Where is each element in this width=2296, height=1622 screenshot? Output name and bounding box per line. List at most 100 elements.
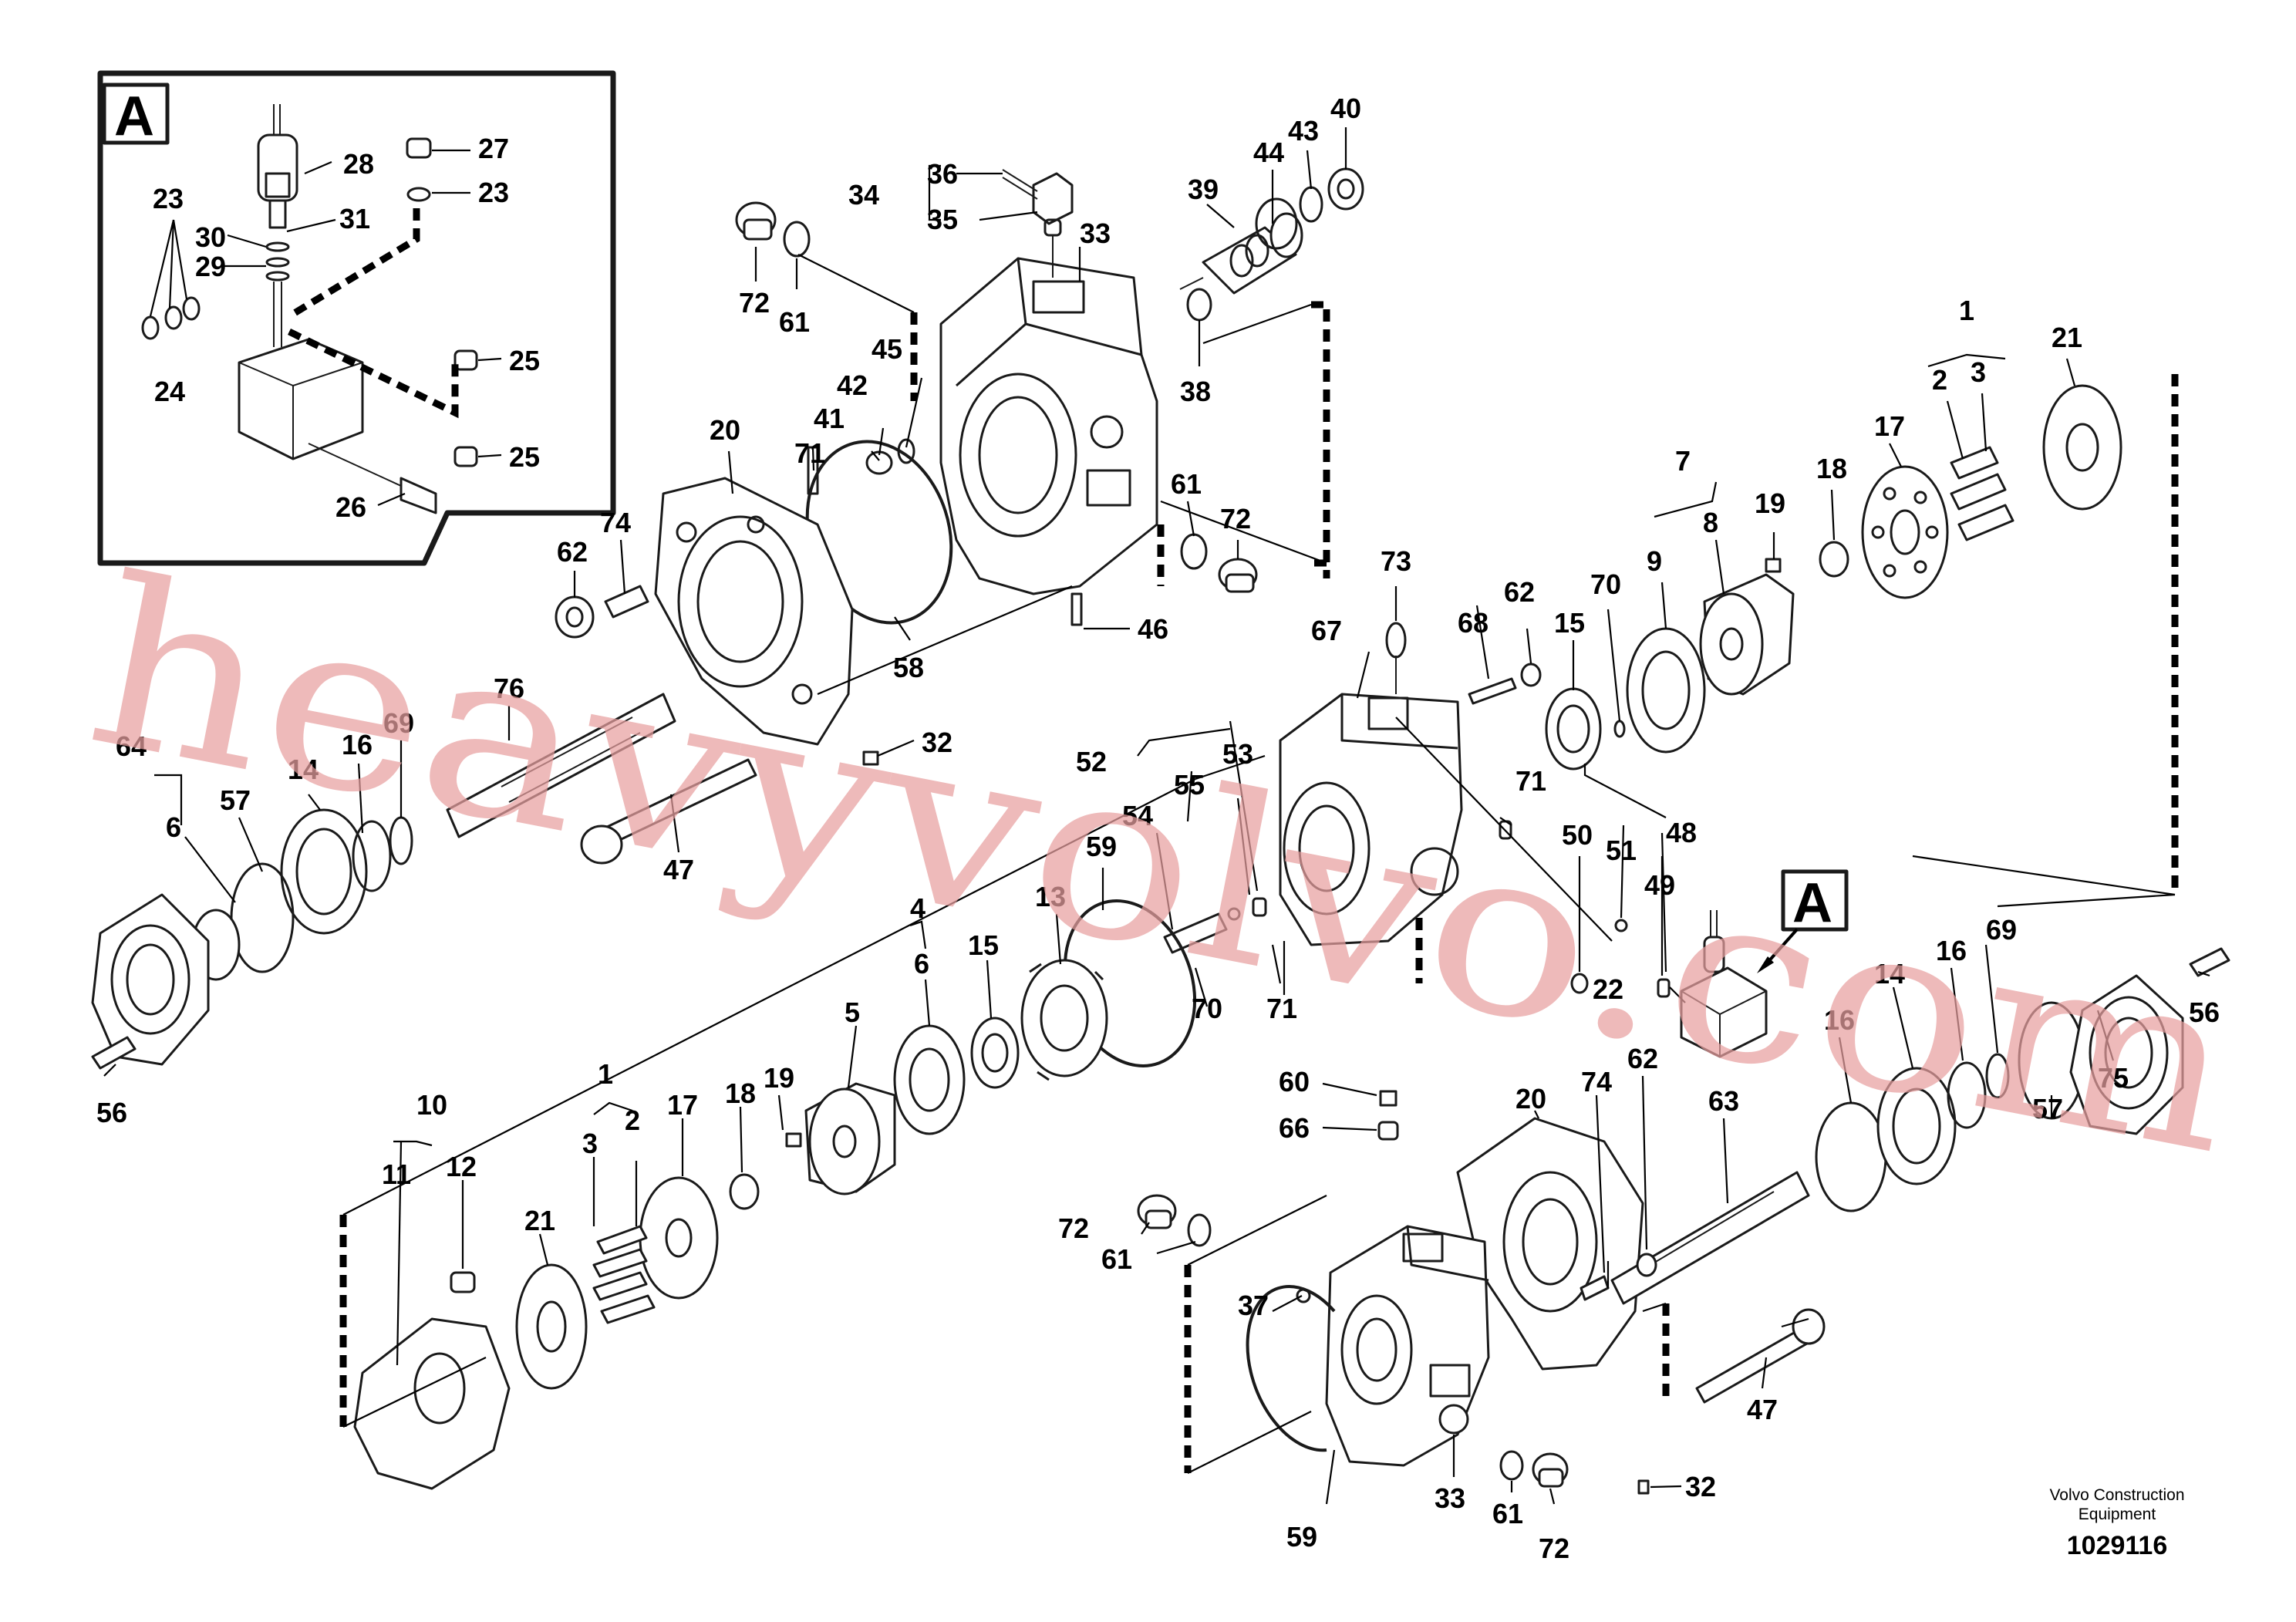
callout-74: 74 xyxy=(600,507,631,538)
callout-inset-23b: 23 xyxy=(478,177,509,208)
callout-12: 12 xyxy=(446,1151,477,1182)
gear-13 xyxy=(1020,959,1108,1081)
callout-58: 58 xyxy=(893,652,924,683)
spool-assembly xyxy=(1179,167,1364,322)
callout-6: 6 xyxy=(914,948,929,980)
o-ring-59-lower xyxy=(1246,1285,1336,1452)
callout-72-bottom: 72 xyxy=(1539,1533,1569,1564)
callout-inset-28: 28 xyxy=(343,148,374,180)
callout-56-right: 56 xyxy=(2189,996,2220,1028)
drive-shaft-upper xyxy=(446,693,676,838)
callout-inset-29: 29 xyxy=(195,251,226,282)
cover-left xyxy=(91,893,210,1070)
callout-55: 55 xyxy=(1174,769,1205,801)
callout-61-lower: 61 xyxy=(1101,1243,1132,1275)
callout-75: 75 xyxy=(2098,1062,2129,1094)
callout-16-right: 16 xyxy=(1936,935,1967,966)
callout-36: 36 xyxy=(927,158,958,190)
callout-inset-27: 27 xyxy=(478,133,509,164)
callout-62-lower: 62 xyxy=(1627,1043,1658,1074)
callout-51: 51 xyxy=(1606,835,1637,866)
callout-16-lower: 16 xyxy=(1824,1004,1855,1036)
callout-13: 13 xyxy=(1035,881,1066,912)
callout-37: 37 xyxy=(1238,1290,1269,1321)
plugs-lower xyxy=(1137,1194,1650,1495)
flange-upper xyxy=(654,477,879,766)
callout-59: 59 xyxy=(1086,831,1117,862)
stud-upper xyxy=(555,585,649,639)
inset-letter: A xyxy=(114,86,154,147)
callout-71: 71 xyxy=(794,437,825,469)
pump-housing-lower xyxy=(1296,1117,1644,1467)
callout-69: 69 xyxy=(383,707,414,739)
callout-5: 5 xyxy=(845,996,860,1028)
callout-6-left: 6 xyxy=(166,811,181,843)
callout-14-lower: 14 xyxy=(1874,958,1905,990)
callout-4: 4 xyxy=(910,892,925,924)
callout-61-upper: 61 xyxy=(1171,468,1202,500)
detail-inset-a: A xyxy=(97,70,616,566)
callout-52: 52 xyxy=(1076,746,1107,777)
callout-20: 20 xyxy=(710,414,740,446)
callout-41: 41 xyxy=(814,403,845,434)
callout-17: 17 xyxy=(1874,410,1905,442)
callout-39: 39 xyxy=(1188,174,1219,205)
callout-70-center: 70 xyxy=(1192,993,1222,1024)
callout-61: 61 xyxy=(779,306,810,338)
callout-32: 32 xyxy=(922,727,952,758)
callout-62-center: 62 xyxy=(1504,576,1535,608)
callout-66: 66 xyxy=(1279,1112,1310,1144)
callout-67: 67 xyxy=(1311,615,1342,646)
callout-9: 9 xyxy=(1647,545,1662,577)
callout-2: 2 xyxy=(1932,364,1947,396)
bearing-right xyxy=(1815,947,2230,1212)
callout-34: 34 xyxy=(848,179,879,211)
callout-inset-25: 25 xyxy=(509,345,540,376)
callout-19-lower: 19 xyxy=(764,1062,794,1094)
callout-73: 73 xyxy=(1381,545,1411,577)
title-block: Volvo Construction Equipment 1029116 xyxy=(2049,1486,2184,1560)
callout-32-lower: 32 xyxy=(1685,1471,1716,1502)
callout-18-lower: 18 xyxy=(725,1077,756,1109)
callout-72-upper: 72 xyxy=(1220,503,1251,534)
callout-inset-23: 23 xyxy=(153,183,184,214)
callout-35: 35 xyxy=(927,204,958,235)
callout-19: 19 xyxy=(1755,487,1785,519)
gear-lower xyxy=(729,1017,1020,1210)
callout-68: 68 xyxy=(1458,607,1489,639)
callout-63: 63 xyxy=(1708,1085,1739,1117)
gear-upper xyxy=(1545,627,1706,771)
callout-71-lower: 71 xyxy=(1266,993,1297,1024)
ref-marker-a: A xyxy=(1792,872,1832,934)
callout-1-lower: 1 xyxy=(598,1058,613,1090)
callout-54: 54 xyxy=(1122,800,1153,831)
callout-74-lower: 74 xyxy=(1581,1066,1612,1098)
callout-56: 56 xyxy=(96,1097,127,1128)
bolt-47-upper xyxy=(580,758,757,865)
callout-57: 57 xyxy=(220,784,251,816)
callout-15: 15 xyxy=(1554,607,1585,639)
piston-plate-lower xyxy=(353,1176,719,1490)
callout-69-lower: 69 xyxy=(1986,914,2017,946)
callout-76: 76 xyxy=(494,673,524,704)
callout-inset-25b: 25 xyxy=(509,441,540,473)
callout-8: 8 xyxy=(1703,507,1718,538)
callout-3: 3 xyxy=(1971,356,1986,388)
callout-70: 70 xyxy=(1590,568,1621,600)
callout-labels: 28 27 23 23 31 30 29 24 25 25 26 36 34 3… xyxy=(96,93,2220,1564)
callout-60: 60 xyxy=(1279,1066,1310,1098)
drawing-number: 1029116 xyxy=(2067,1531,2168,1560)
callout-59-lower: 59 xyxy=(1286,1521,1317,1553)
callout-72: 72 xyxy=(739,287,770,319)
center-block xyxy=(1279,622,1542,1141)
callout-7: 7 xyxy=(1675,445,1691,477)
callout-49: 49 xyxy=(1644,869,1675,901)
callout-53: 53 xyxy=(1222,738,1253,770)
callout-33: 33 xyxy=(1080,218,1111,249)
callout-inset-24: 24 xyxy=(154,376,185,407)
callout-40: 40 xyxy=(1330,93,1361,124)
callout-1: 1 xyxy=(1959,295,1974,326)
callout-57-right: 57 xyxy=(2032,1093,2063,1125)
callout-64: 64 xyxy=(116,730,147,762)
